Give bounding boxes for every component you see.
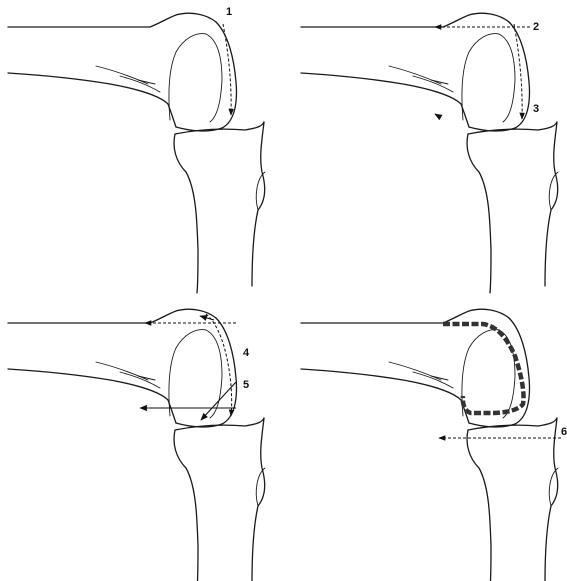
panel-4: 6 <box>301 309 567 581</box>
small-arrowhead <box>435 114 440 117</box>
label-4: 4 <box>243 347 250 359</box>
panel-2: 2 3 <box>301 13 558 293</box>
panel-3: 4 5 <box>8 309 265 581</box>
marked-condyle-contour <box>443 324 524 413</box>
arrow-4-inner <box>200 316 214 320</box>
label-2: 2 <box>533 21 539 33</box>
label-5: 5 <box>243 379 249 391</box>
arrow-1 <box>223 24 231 115</box>
label-1: 1 <box>226 6 232 18</box>
label-3: 3 <box>533 103 539 115</box>
label-6: 6 <box>561 426 567 438</box>
panel-1: 1 <box>8 6 265 293</box>
